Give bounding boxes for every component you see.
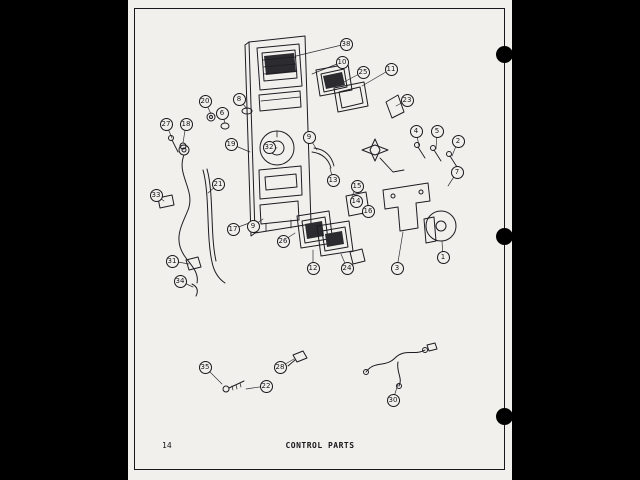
callout-31: 31 [165,254,179,268]
callout-5: 5 [430,124,444,138]
callout-18: 18 [179,117,193,131]
callout-30: 30 [386,393,400,407]
callout-19: 19 [224,137,238,151]
callout-33: 33 [149,188,163,202]
callout-26: 26 [276,234,290,248]
callout-11: 11 [384,62,398,76]
callout-35: 35 [198,360,212,374]
callout-2: 2 [451,134,465,148]
callout-22: 22 [259,379,273,393]
callout-9: 9 [246,219,260,233]
callout-16: 16 [361,204,375,218]
callout-32: 32 [262,140,276,154]
callout-6: 6 [215,106,229,120]
callout-3: 3 [390,261,404,275]
callout-10: 10 [335,55,349,69]
callout-15: 15 [350,179,364,193]
callout-1: 1 [436,250,450,264]
callout-9: 9 [302,130,316,144]
callout-12: 12 [306,261,320,275]
page-title: CONTROL PARTS [285,441,355,450]
callout-38: 38 [339,37,353,51]
page-number: 14 [162,441,172,450]
callout-8: 8 [232,92,246,106]
binder-hole-mark [496,408,513,425]
binder-hole-mark [496,46,513,63]
callout-17: 17 [226,222,240,236]
callout-24: 24 [340,261,354,275]
callout-34: 34 [173,274,187,288]
callout-21: 21 [211,177,225,191]
callout-23: 23 [400,93,414,107]
callout-4: 4 [409,124,423,138]
callout-28: 28 [273,360,287,374]
callout-13: 13 [326,173,340,187]
callout-7: 7 [450,165,464,179]
callout-20: 20 [198,94,212,108]
callout-27: 27 [159,117,173,131]
callout-14: 14 [349,194,363,208]
binder-hole-mark [496,228,513,245]
callout-25: 25 [356,65,370,79]
